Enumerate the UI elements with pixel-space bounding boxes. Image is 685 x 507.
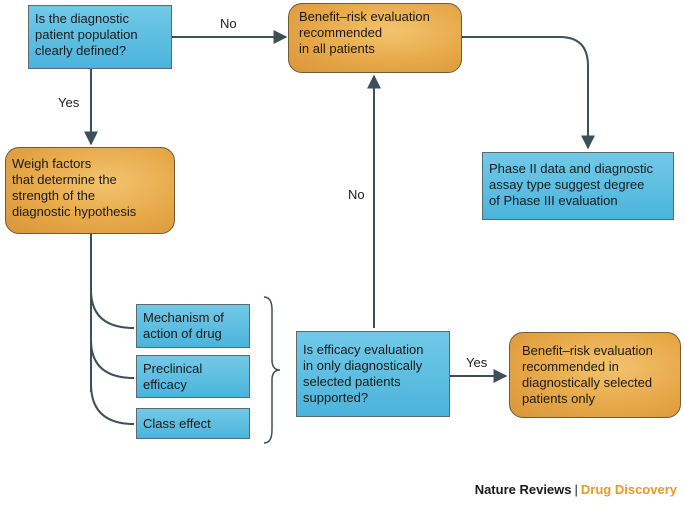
- edge-branch-mechanism: [90, 289, 135, 329]
- question-efficacy-selected: Is efficacy evaluation in only diagnosti…: [296, 331, 450, 417]
- edge-branch-preclinical: [90, 339, 135, 379]
- label-no-middle: No: [348, 187, 365, 202]
- edge-benefit-all-to-phase2: [462, 36, 595, 150]
- footer-section: Drug Discovery: [580, 482, 677, 497]
- benefit-risk-selected-patients: Benefit–risk evaluation recommended in d…: [509, 332, 681, 418]
- edge-branch-class-effect: [90, 383, 135, 425]
- footer-separator: |: [574, 482, 578, 497]
- benefit-risk-all-patients: Benefit–risk evaluation recommended in a…: [288, 3, 462, 73]
- factors-brace: [263, 296, 281, 444]
- label-yes-right: Yes: [466, 355, 488, 370]
- factor-mechanism: Mechanism of action of drug: [136, 304, 250, 348]
- footer-credit: Nature Reviews|Drug Discovery: [475, 482, 677, 497]
- weigh-factors: Weigh factors that determine the strengt…: [5, 147, 175, 234]
- label-no-top: No: [220, 16, 237, 31]
- phase2-data-box: Phase II data and diagnostic assay type …: [482, 152, 674, 220]
- factor-class-effect: Class effect: [136, 408, 250, 439]
- factor-preclinical: Preclinical efficacy: [136, 355, 250, 398]
- question-population-defined: Is the diagnostic patient population cle…: [28, 5, 172, 69]
- label-yes-left: Yes: [58, 95, 80, 110]
- footer-journal: Nature Reviews: [474, 482, 572, 497]
